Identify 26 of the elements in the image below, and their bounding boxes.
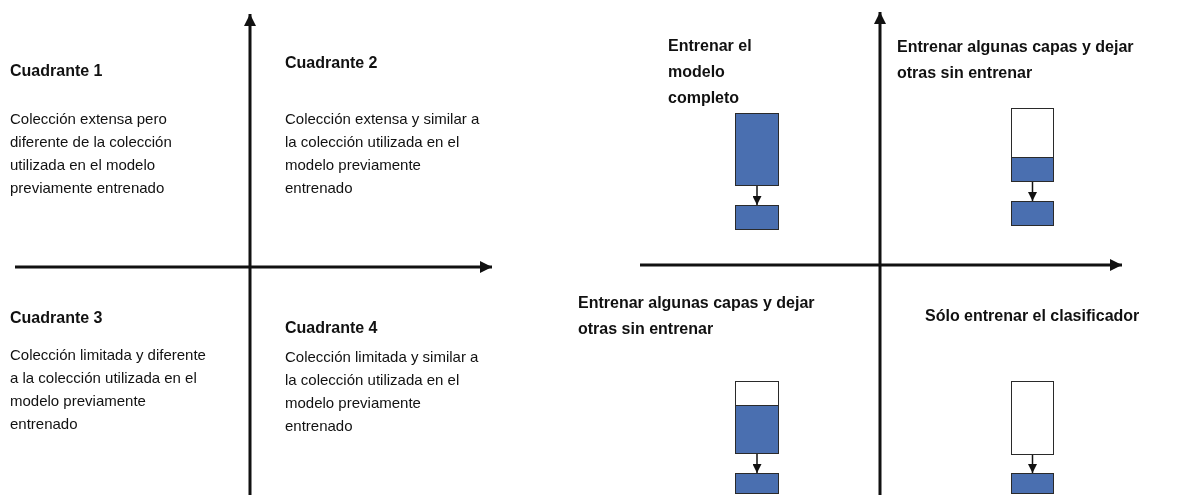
heading: Sólo entrenar el clasificador [925,306,1141,326]
description-text: Colección extensa y similar a la colección utilizada en el modelo previamente entrenado [285,109,481,198]
description-text: Colección limitada y similar a la colección utilizada en el modelo previamente entrenado [285,347,480,436]
heading: Cuadrante 2 [285,53,379,73]
layer-block [1011,473,1054,494]
frozen-layer-block [1011,108,1054,158]
heading: Entrenar el modelo completo [668,36,753,108]
heading: Cuadrante 3 [10,308,104,328]
arrow [1028,454,1037,474]
frozen-layer-block [1011,381,1054,455]
arrow [752,185,762,206]
heading: Entrenar algunas capas y dejar otras sin entrenar [578,293,816,339]
heading: Entrenar algunas capas y dejar otras sin entrenar [897,37,1135,83]
layer-block [735,113,779,186]
heading: Cuadrante 4 [285,318,379,338]
description-text: Colección limitada y diferente a la colección utilizada en el modelo previamente entrenado [10,345,207,434]
heading: Cuadrante 1 [10,61,104,81]
layer-block [735,205,779,230]
layer-block [735,473,779,494]
arrow [1028,181,1037,202]
description-text: Colección extensa pero diferente de la colección utilizada en el modelo previamente entrenado [10,109,173,198]
frozen-layer-block [735,381,779,406]
arrow [752,453,762,474]
layer-block [1011,201,1054,226]
layer-block [735,405,779,454]
layer-block [1011,157,1054,182]
